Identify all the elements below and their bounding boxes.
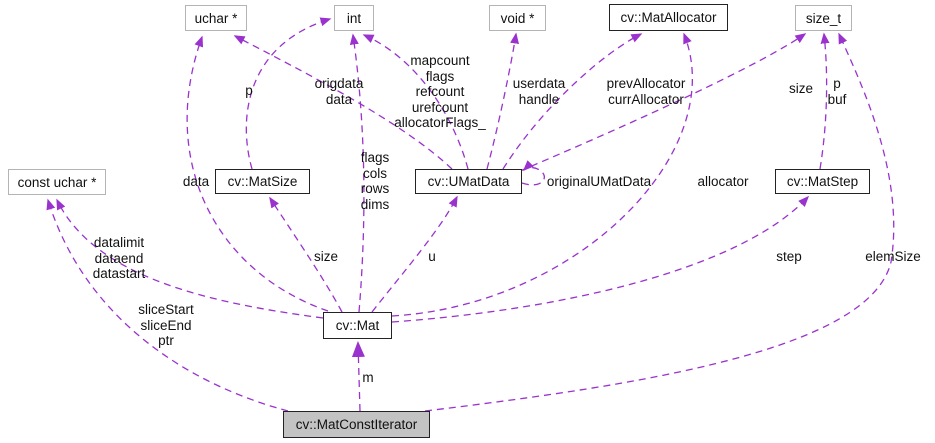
edge-label-prev-curr-allocator: prevAllocator currAllocator xyxy=(606,76,686,107)
edge-umatdata-counts xyxy=(362,34,469,170)
edge-mat-data xyxy=(186,35,329,312)
class-node-uchar-ptr: uchar * xyxy=(185,5,247,31)
edge-label-mat-ints: flags cols rows dims xyxy=(360,150,390,212)
edge-label-slice-ptrs: sliceStart sliceEnd ptr xyxy=(138,302,194,348)
class-node-mat-size[interactable]: cv::MatSize xyxy=(215,169,310,194)
edge-iterator-sliceptrs xyxy=(46,198,289,412)
edge-label-original-umatdata: originalUMatData xyxy=(546,174,652,189)
edge-label-data: data xyxy=(182,174,210,189)
edge-label-p: p xyxy=(245,83,253,98)
edge-mat-allocator xyxy=(391,32,693,317)
edge-umatdata-handle xyxy=(486,32,520,170)
edge-umatdata-size xyxy=(519,33,807,172)
edge-label-elem-size: elemSize xyxy=(865,249,921,264)
edge-label-p-buf: p buf xyxy=(827,76,847,107)
edge-label-step: step xyxy=(776,249,802,264)
edge-label-size-umatdata: size xyxy=(788,81,814,96)
edge-iterator-m xyxy=(351,341,365,412)
edge-label-userdata-handle: userdata handle xyxy=(512,76,566,107)
class-node-mat-allocator[interactable]: cv::MatAllocator xyxy=(609,4,728,31)
class-node-int: int xyxy=(334,5,374,31)
edge-label-data-ptrs: datalimit dataend datastart xyxy=(92,235,146,281)
edge-matsize-p xyxy=(245,17,332,170)
class-node-size-t: size_t xyxy=(795,5,852,31)
class-node-const-uchar-ptr: const uchar * xyxy=(8,169,106,195)
class-node-void-ptr: void * xyxy=(489,5,546,31)
edge-umatdata-allocators xyxy=(502,33,643,170)
edge-label-size-mat: size xyxy=(313,249,339,264)
edge-label-u: u xyxy=(428,249,436,264)
edge-umatdata-origdata xyxy=(233,35,453,170)
edge-umatdata-self xyxy=(521,160,546,186)
edge-mat-flags xyxy=(349,33,365,313)
edge-label-m: m xyxy=(362,370,374,385)
edge-mat-step xyxy=(391,195,810,323)
edge-label-umatdata-counts: mapcount flags refcount urefcount alloca… xyxy=(394,53,486,130)
edge-label-origdata-data: origdata data xyxy=(314,76,364,107)
edge-iterator-elemsize xyxy=(424,32,895,412)
class-node-umat-data[interactable]: cv::UMatData xyxy=(415,169,522,194)
edge-mat-dataptrs xyxy=(56,198,324,319)
edge-mat-size xyxy=(269,196,343,313)
class-node-mat[interactable]: cv::Mat xyxy=(323,312,392,339)
class-node-mat-const-iterator: cv::MatConstIterator xyxy=(283,411,430,438)
edge-mat-u xyxy=(371,195,458,313)
edge-matstep-pbuf xyxy=(819,32,830,170)
edge-label-allocator: allocator xyxy=(697,174,749,189)
class-node-mat-step[interactable]: cv::MatStep xyxy=(775,169,870,194)
